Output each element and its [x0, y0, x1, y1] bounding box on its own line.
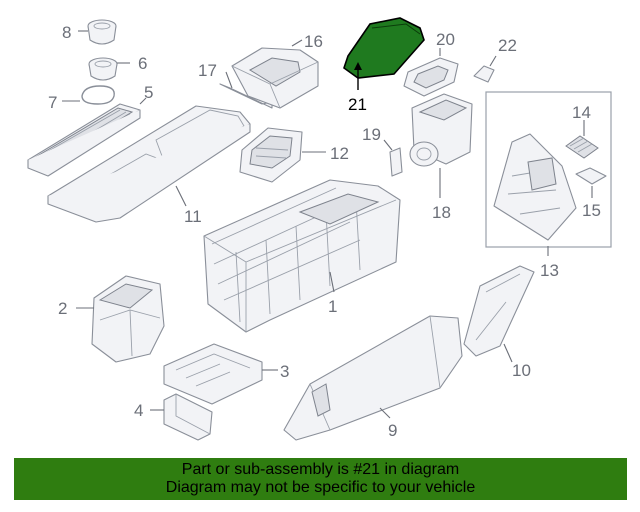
callout-13[interactable]: 13 — [540, 261, 559, 280]
part-1-console-frame[interactable] — [203, 179, 401, 333]
callout-9[interactable]: 9 — [388, 421, 397, 440]
callout-10[interactable]: 10 — [512, 361, 531, 380]
parts-diagram: 8 6 7 5 11 17 16 — [27, 17, 612, 441]
callout-22[interactable]: 22 — [498, 36, 517, 55]
callout-8[interactable]: 8 — [62, 23, 71, 42]
part-19-bracket[interactable] — [389, 147, 403, 177]
part-20-armrest-pad[interactable] — [403, 57, 459, 97]
part-4-l-bracket[interactable] — [163, 393, 213, 441]
callout-7[interactable]: 7 — [48, 93, 57, 112]
part-7-gasket[interactable] — [81, 85, 115, 105]
part-16-shifter-bezel[interactable] — [231, 47, 319, 109]
callout-18[interactable]: 18 — [432, 203, 451, 222]
banner-line-2: Diagram may not be specific to your vehi… — [165, 479, 476, 496]
callout-20[interactable]: 20 — [436, 30, 455, 49]
part-9-side-panel[interactable] — [283, 315, 463, 441]
callout-6[interactable]: 6 — [138, 54, 147, 73]
part-13-rear-trim[interactable] — [493, 133, 577, 241]
banner-line-1: Part or sub-assembly is #21 in diagram — [181, 461, 460, 478]
part-12-switch-panel[interactable] — [239, 127, 303, 183]
part-10-side-trim[interactable] — [463, 265, 535, 357]
callout-14[interactable]: 14 — [572, 103, 591, 122]
part-15-switch[interactable] — [575, 167, 607, 185]
part-6-cup-ring[interactable] — [88, 57, 118, 81]
part-18-storage-bin[interactable] — [409, 93, 473, 167]
callout-15[interactable]: 15 — [582, 201, 601, 220]
callout-1[interactable]: 1 — [328, 297, 337, 316]
part-8-cup-insert[interactable] — [87, 19, 117, 45]
part-11-console-top[interactable] — [47, 105, 251, 223]
part-2-mounting-block[interactable] — [91, 275, 165, 363]
callout-12[interactable]: 12 — [330, 144, 349, 163]
part-3-lower-bracket[interactable] — [163, 343, 263, 405]
part-22-clip[interactable] — [473, 65, 495, 83]
callout-21[interactable]: 21 — [348, 95, 367, 114]
callout-11[interactable]: 11 — [184, 207, 202, 226]
callout-19[interactable]: 19 — [362, 125, 381, 144]
part-14-vent[interactable] — [565, 135, 599, 159]
callout-4[interactable]: 4 — [134, 401, 143, 420]
callout-17[interactable]: 17 — [198, 61, 217, 80]
callout-5[interactable]: 5 — [144, 83, 153, 102]
callout-3[interactable]: 3 — [280, 362, 289, 381]
part-5-trim-mat[interactable] — [27, 103, 141, 177]
part-21-armrest-lid[interactable] — [343, 17, 425, 79]
info-banner: Part or sub-assembly is #21 in diagram D… — [14, 458, 627, 500]
callout-2[interactable]: 2 — [58, 299, 67, 318]
callout-16[interactable]: 16 — [304, 32, 323, 51]
